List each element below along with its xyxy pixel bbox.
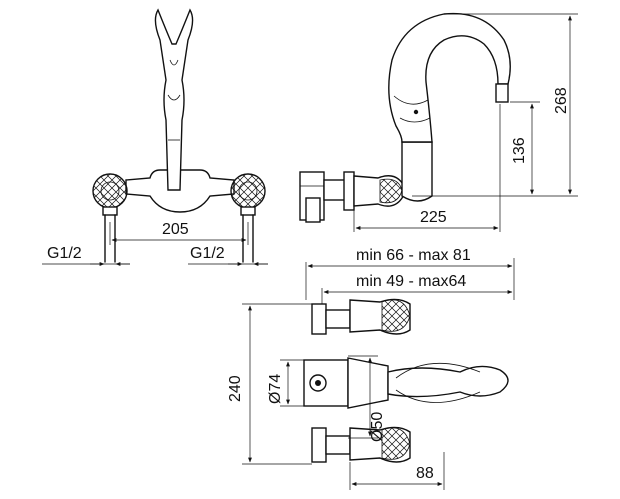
front-view: 205 G1/2 G1/2 xyxy=(42,8,268,266)
top-range-inner-label: min 49 - max64 xyxy=(356,273,466,290)
top-center-body xyxy=(303,357,509,409)
side-height-total-label: 268 xyxy=(553,87,570,114)
top-upper-handle xyxy=(311,298,411,335)
top-view: min 66 - max 81 min 49 - max64 xyxy=(227,247,515,490)
side-height-outlet-label: 136 xyxy=(511,137,528,164)
top-handle-depth-label: 88 xyxy=(416,465,434,482)
side-view: 225 136 268 xyxy=(299,12,578,232)
front-left-knob xyxy=(92,173,128,216)
top-height-label: 240 xyxy=(227,375,244,402)
top-diameter-74-label: Ø74 xyxy=(267,374,284,404)
side-wall-connector xyxy=(299,171,355,223)
front-inlet-right-label: G1/2 xyxy=(190,245,225,262)
side-depth-label: 225 xyxy=(420,209,447,226)
front-right-knob xyxy=(230,173,266,216)
front-inlet-left-label: G1/2 xyxy=(47,245,82,262)
front-width-label: 205 xyxy=(162,221,189,238)
top-range-outer-label: min 66 - max 81 xyxy=(356,247,471,264)
top-lower-handle xyxy=(311,426,411,463)
top-diameter-50-label: Ø50 xyxy=(369,412,386,442)
side-spout xyxy=(401,141,433,202)
